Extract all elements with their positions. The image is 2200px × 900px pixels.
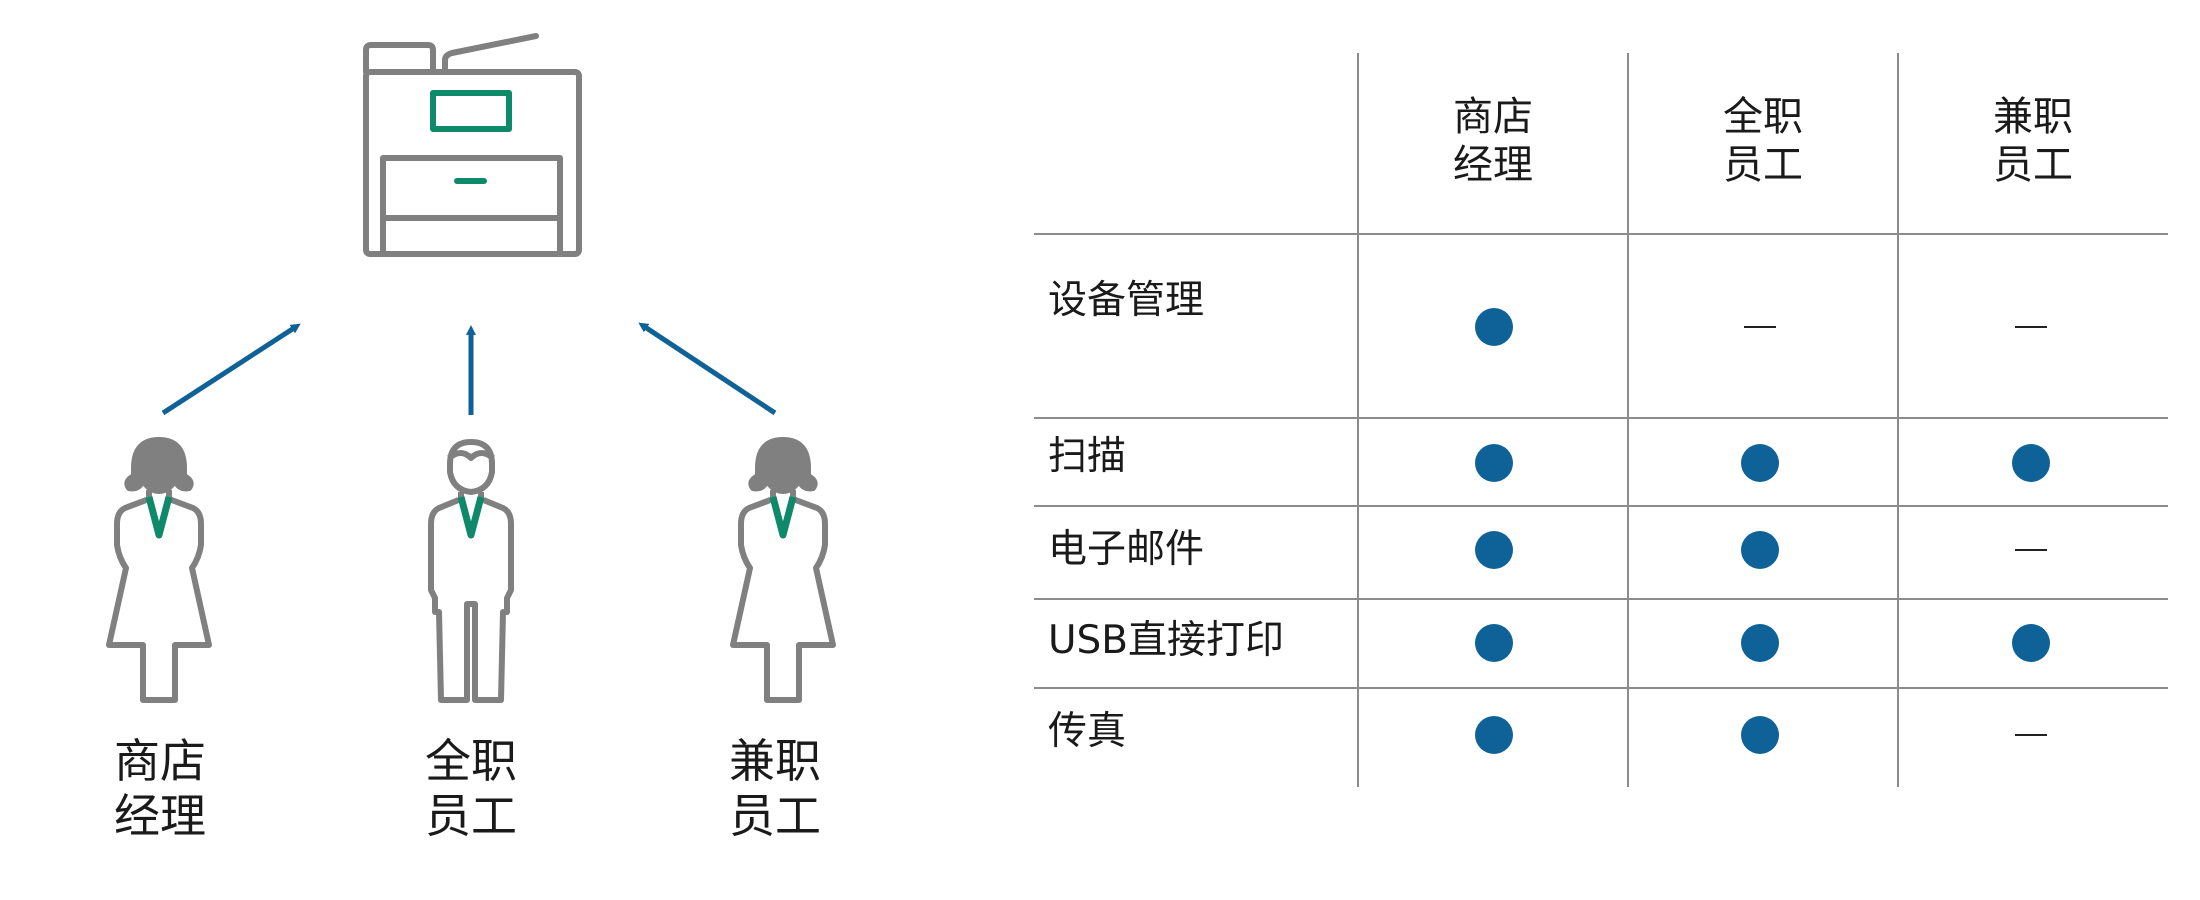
arrow-manager-to-printer bbox=[161, 323, 301, 416]
permission-cell-parttime bbox=[2011, 623, 2051, 663]
not-supported-dash-icon bbox=[1744, 326, 1776, 328]
column-header-fulltime: 全职 员工 bbox=[1723, 94, 1803, 188]
arrow-parttime-to-printer bbox=[638, 322, 777, 416]
row-label-device-management: 设备管理 bbox=[1048, 278, 1205, 323]
table-divider bbox=[1034, 505, 2168, 507]
role-access-diagram bbox=[106, 33, 836, 703]
role-label-fulltime: 全职 员工 bbox=[425, 734, 517, 843]
permissions-table: 商店 经理 全职 员工 兼职 员工 设备管理 扫描 电子邮件 USB直接打印 传… bbox=[1034, 53, 2168, 787]
permission-cell-parttime bbox=[2011, 307, 2051, 347]
supported-dot-icon bbox=[1475, 624, 1513, 662]
supported-dot-icon bbox=[1475, 531, 1513, 569]
permission-cell-manager bbox=[1474, 307, 1514, 347]
supported-dot-icon bbox=[1741, 716, 1779, 754]
permission-cell-fulltime bbox=[1740, 307, 1780, 347]
supported-dot-icon bbox=[1741, 444, 1779, 482]
not-supported-dash-icon bbox=[2015, 734, 2047, 736]
table-divider bbox=[1897, 53, 1899, 787]
permission-cell-manager bbox=[1474, 715, 1514, 755]
supported-dot-icon bbox=[2012, 624, 2050, 662]
row-label-usb-print: USB直接打印 bbox=[1048, 618, 1285, 663]
woman-icon bbox=[730, 437, 836, 703]
not-supported-dash-icon bbox=[2015, 326, 2047, 328]
permission-cell-fulltime bbox=[1740, 623, 1780, 663]
column-header-parttime: 兼职 员工 bbox=[1993, 94, 2073, 188]
row-label-email: 电子邮件 bbox=[1048, 527, 1205, 572]
permission-cell-manager bbox=[1474, 530, 1514, 570]
role-label-manager: 商店 经理 bbox=[114, 734, 206, 843]
permission-cell-fulltime bbox=[1740, 530, 1780, 570]
permission-cell-parttime bbox=[2011, 443, 2051, 483]
permission-cell-parttime bbox=[2011, 530, 2051, 570]
permission-cell-parttime bbox=[2011, 715, 2051, 755]
woman-icon bbox=[106, 437, 212, 703]
table-divider bbox=[1034, 233, 2168, 235]
supported-dot-icon bbox=[1475, 716, 1513, 754]
man-icon bbox=[428, 439, 514, 703]
permission-cell-manager bbox=[1474, 443, 1514, 483]
role-label-parttime: 兼职 员工 bbox=[729, 734, 821, 843]
column-header-manager: 商店 经理 bbox=[1453, 94, 1533, 188]
supported-dot-icon bbox=[1741, 624, 1779, 662]
table-divider bbox=[1034, 687, 2168, 689]
supported-dot-icon bbox=[2012, 444, 2050, 482]
table-divider bbox=[1627, 53, 1629, 787]
table-divider bbox=[1357, 53, 1359, 787]
permission-cell-fulltime bbox=[1740, 443, 1780, 483]
permission-cell-fulltime bbox=[1740, 715, 1780, 755]
row-label-scan: 扫描 bbox=[1048, 434, 1127, 479]
supported-dot-icon bbox=[1475, 308, 1513, 346]
not-supported-dash-icon bbox=[2015, 549, 2047, 551]
row-label-fax: 传真 bbox=[1048, 709, 1127, 754]
table-divider bbox=[1034, 598, 2168, 600]
table-divider bbox=[1034, 417, 2168, 419]
supported-dot-icon bbox=[1475, 444, 1513, 482]
multifunction-printer-icon bbox=[363, 33, 582, 257]
permission-cell-manager bbox=[1474, 623, 1514, 663]
supported-dot-icon bbox=[1741, 531, 1779, 569]
